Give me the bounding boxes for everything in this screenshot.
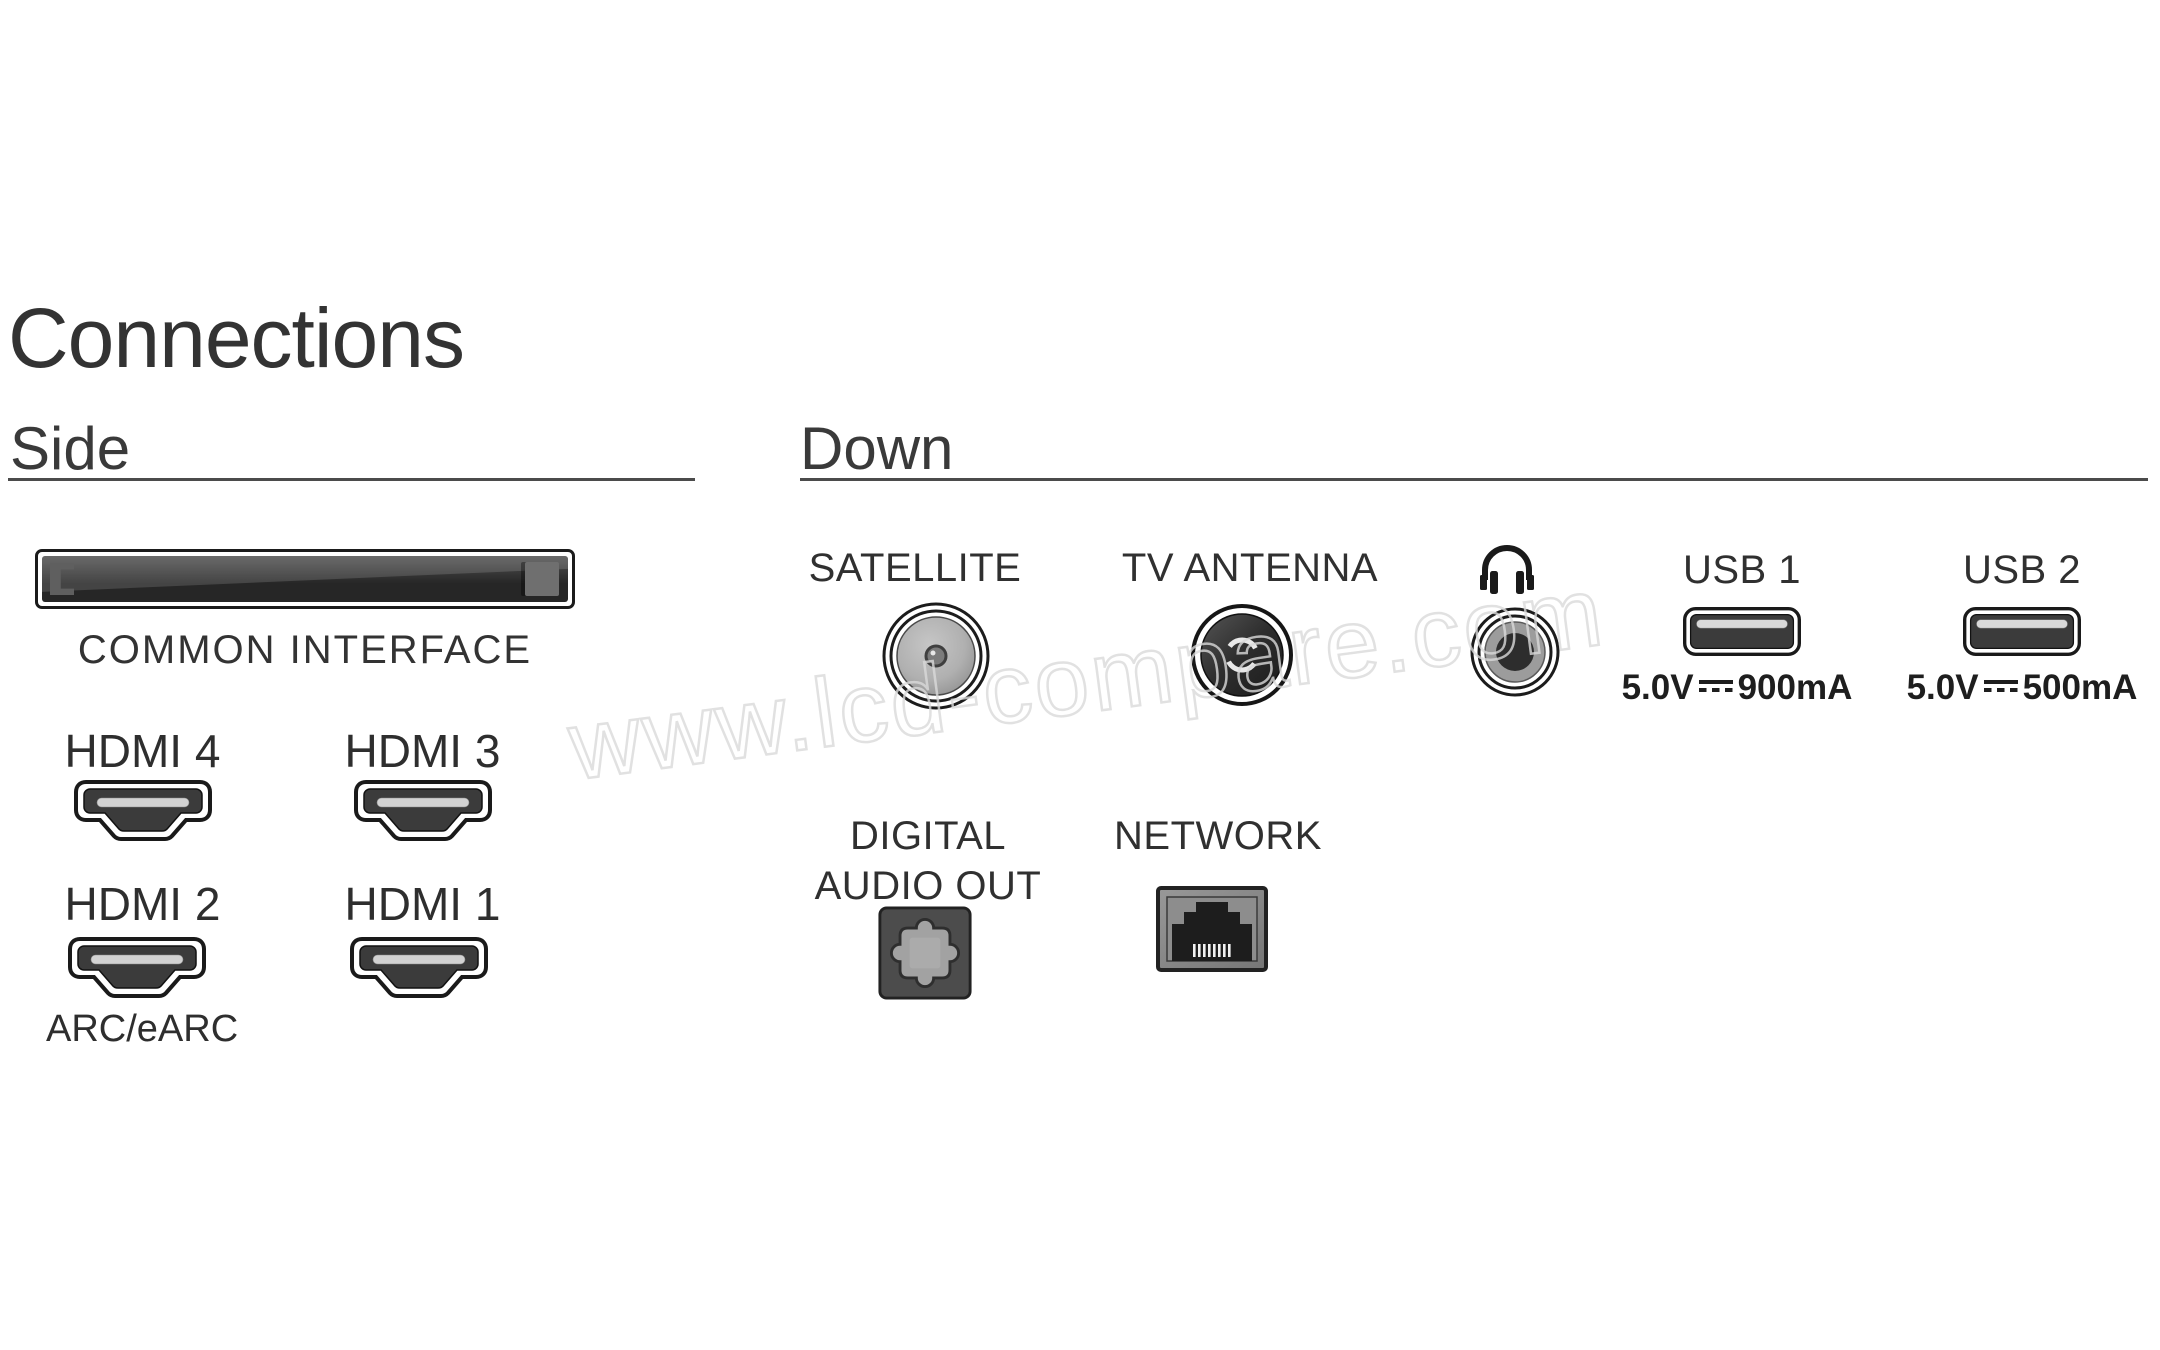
hdmi2-arc-sublabel: ARC/eARC — [46, 1008, 239, 1050]
down-section-divider — [800, 478, 2148, 481]
watermark: www.lcd-compare.com — [562, 554, 1613, 802]
usb2-voltage: 5.0V — [1906, 668, 1979, 707]
dc-voltage-icon — [1983, 679, 2018, 692]
toslink-port-icon — [878, 906, 972, 1000]
hdmi3-label: HDMI 3 — [344, 725, 501, 777]
hdmi1-label: HDMI 1 — [344, 878, 501, 930]
usb2-label: USB 2 — [1962, 548, 2082, 592]
hdmi-port-icon — [350, 937, 488, 998]
audio-jack-icon — [1470, 607, 1560, 697]
dc-voltage-icon — [1698, 679, 1733, 692]
hdmi-port-icon — [354, 780, 492, 841]
side-section-divider — [8, 478, 695, 481]
usb2-current: 500mA — [2022, 668, 2138, 707]
coax-iec-connector-icon — [1191, 604, 1293, 706]
satellite-label: SATELLITE — [808, 546, 1022, 590]
usb1-label: USB 1 — [1682, 548, 1802, 592]
coax-f-connector-icon — [882, 602, 990, 710]
usb-port-icon — [1963, 607, 2081, 656]
digital-audio-out-label-line1: DIGITAL — [849, 814, 1007, 858]
page-title: Connections — [8, 291, 465, 385]
slot-right-cap — [525, 562, 559, 596]
ethernet-port-icon — [1156, 886, 1268, 972]
common-interface-slot-icon — [35, 549, 575, 609]
hdmi-port-icon — [74, 780, 212, 841]
headphones-icon — [1480, 544, 1534, 594]
side-section-label: Side — [10, 415, 131, 482]
common-interface-label: COMMON INTERFACE — [77, 628, 533, 672]
common-interface-slot-opening — [42, 556, 568, 602]
down-section-label: Down — [800, 415, 954, 482]
usb1-rating: 5.0V 900mA — [1587, 668, 1887, 708]
tv-antenna-label: TV ANTENNA — [1121, 546, 1379, 590]
hdmi4-label: HDMI 4 — [64, 725, 221, 777]
usb1-voltage: 5.0V — [1621, 668, 1694, 707]
hdmi2-label: HDMI 2 — [64, 878, 221, 930]
digital-audio-out-label-line2: AUDIO OUT — [814, 864, 1042, 908]
hdmi-port-icon — [68, 937, 206, 998]
usb1-current: 900mA — [1737, 668, 1853, 707]
usb2-rating: 5.0V 500mA — [1872, 668, 2160, 708]
network-label: NETWORK — [1114, 814, 1322, 858]
usb-port-icon — [1683, 607, 1801, 656]
